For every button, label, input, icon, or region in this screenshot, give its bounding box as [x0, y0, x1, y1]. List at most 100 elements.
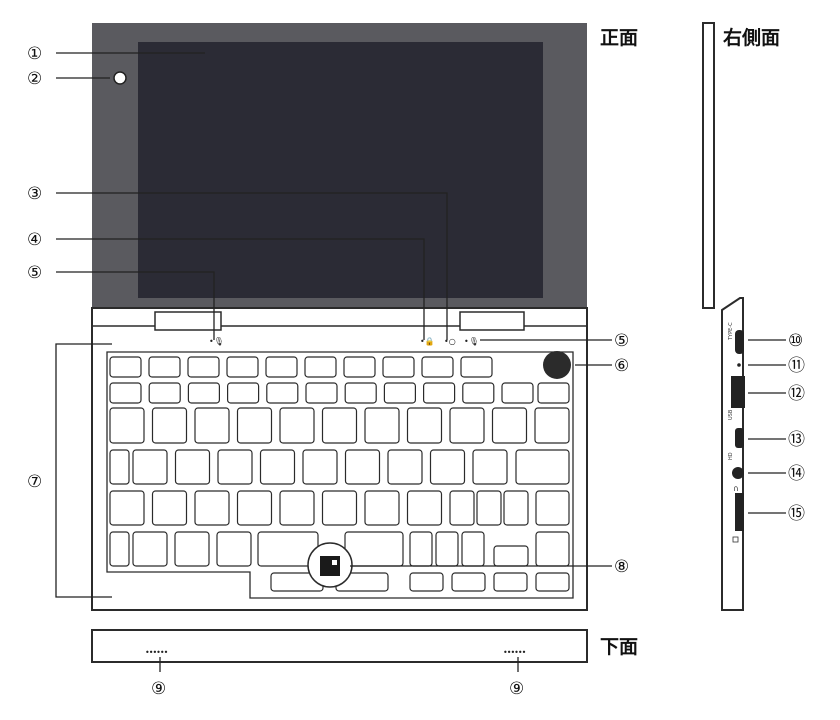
keyboard-key: [491, 407, 528, 444]
port-label-typec: TYPE-C: [728, 322, 734, 341]
port-audio: [732, 467, 744, 479]
trackpoint: [320, 556, 340, 576]
keyboard-key: [109, 490, 145, 526]
keyboard-key: [462, 382, 495, 404]
keyboard-key: [217, 449, 253, 485]
keyboard-frame: [106, 351, 574, 599]
keyboard-key: [387, 449, 423, 485]
keyboard-key: [493, 545, 529, 567]
keyboard-key: [406, 407, 443, 444]
hinge-left: [154, 311, 222, 331]
keyboard-key: [151, 407, 188, 444]
keyboard-key: [227, 382, 260, 404]
keyboard-key: [302, 449, 338, 485]
callout-9-left: ⑨: [151, 679, 166, 699]
callout-15: ⑮: [788, 504, 805, 524]
keyboard-key: [148, 356, 181, 378]
keyboard-key: [236, 407, 273, 444]
hinge-right: [459, 311, 525, 331]
keyboard-key: [109, 407, 145, 444]
port-typec: [735, 330, 744, 354]
keyboard-key: [429, 449, 466, 485]
leader-lines: [55, 52, 786, 672]
callout-2: ②: [27, 69, 42, 89]
keyboard-key: [174, 449, 211, 485]
keyboard-key: [174, 531, 210, 567]
keyboard-key: [259, 449, 296, 485]
keyboard-key: [421, 356, 454, 378]
keyboard-key: [472, 449, 508, 485]
label-right-side: 右側面: [722, 26, 780, 49]
keyboard-key: [435, 531, 459, 567]
port-label-usb: USB: [728, 409, 734, 420]
port-usb: [731, 376, 745, 408]
keyboard-key: [406, 490, 443, 526]
keyboard-key: [226, 356, 259, 378]
headphone-icon: ∩: [733, 484, 739, 493]
keyboard-key: [461, 531, 485, 567]
keyboard-key: [109, 356, 142, 378]
keyboard-keys: [109, 356, 570, 592]
keyboard-key: [364, 407, 400, 444]
keyboard-key: [534, 407, 570, 444]
callout-9-right: ⑨: [509, 679, 524, 699]
callout-14: ⑭: [788, 464, 805, 484]
keyboard-key: [535, 490, 570, 526]
keyboard-key: [109, 531, 130, 567]
callout-11: ⑪: [788, 356, 805, 376]
keyboard-key: [151, 490, 188, 526]
display-screen: [138, 42, 543, 298]
callout-6: ⑥: [614, 356, 629, 376]
trackpoint-highlight: [332, 560, 337, 565]
keyboard-key: [304, 356, 337, 378]
keyboard-key: [279, 407, 315, 444]
keyboard-key: [109, 449, 130, 485]
keyboard-key: [194, 490, 230, 526]
keyboard-key: [409, 531, 433, 567]
callout-5-left: ⑤: [27, 263, 42, 283]
sd-card-icon: [732, 536, 739, 543]
keyboard-key: [364, 490, 400, 526]
side-lid: [702, 22, 715, 309]
callout-7: ⑦: [27, 472, 42, 492]
keyboard-key: [109, 382, 142, 404]
label-bottom: 下面: [600, 636, 638, 658]
keyboard-key: [460, 356, 493, 378]
keyboard-key: [383, 382, 416, 404]
keyboard-key: [343, 356, 376, 378]
keyboard-key: [266, 382, 299, 404]
callout-12: ⑫: [788, 384, 805, 404]
keyboard-key: [321, 490, 358, 526]
keyboard-key: [265, 356, 298, 378]
keyboard-key: [423, 382, 456, 404]
keyboard-key: [449, 490, 475, 526]
callout-5-right: ⑤: [614, 331, 629, 351]
keyboard-key: [344, 382, 377, 404]
speaker-grille-right: ••••••: [503, 648, 526, 657]
indicator-lock: •🔒: [420, 337, 435, 346]
keyboard-key: [216, 531, 252, 567]
keyboard-key: [344, 449, 381, 485]
bottom-panel: [91, 629, 588, 663]
callout-3: ③: [27, 184, 42, 204]
speaker-grille-left: ••••••: [145, 648, 168, 657]
keyboard-key: [537, 382, 570, 404]
callout-4: ④: [27, 230, 42, 250]
keyboard-key: [305, 382, 338, 404]
keyboard-key: [382, 356, 415, 378]
label-front: 正面: [600, 27, 638, 49]
keyboard-key: [449, 407, 485, 444]
indicator-power: •○: [444, 337, 456, 346]
callout-13: ⑬: [788, 430, 805, 450]
keyboard-key: [451, 572, 486, 592]
keyboard-key: [132, 531, 168, 567]
port-sd: [735, 493, 744, 531]
keyboard-key: [535, 572, 570, 592]
keyboard-key: [236, 490, 273, 526]
keyboard-key: [493, 572, 528, 592]
webcam: [113, 71, 127, 85]
callout-10: ⑩: [788, 331, 803, 351]
keyboard-key: [321, 407, 358, 444]
port-label-hd: HD: [728, 452, 734, 460]
